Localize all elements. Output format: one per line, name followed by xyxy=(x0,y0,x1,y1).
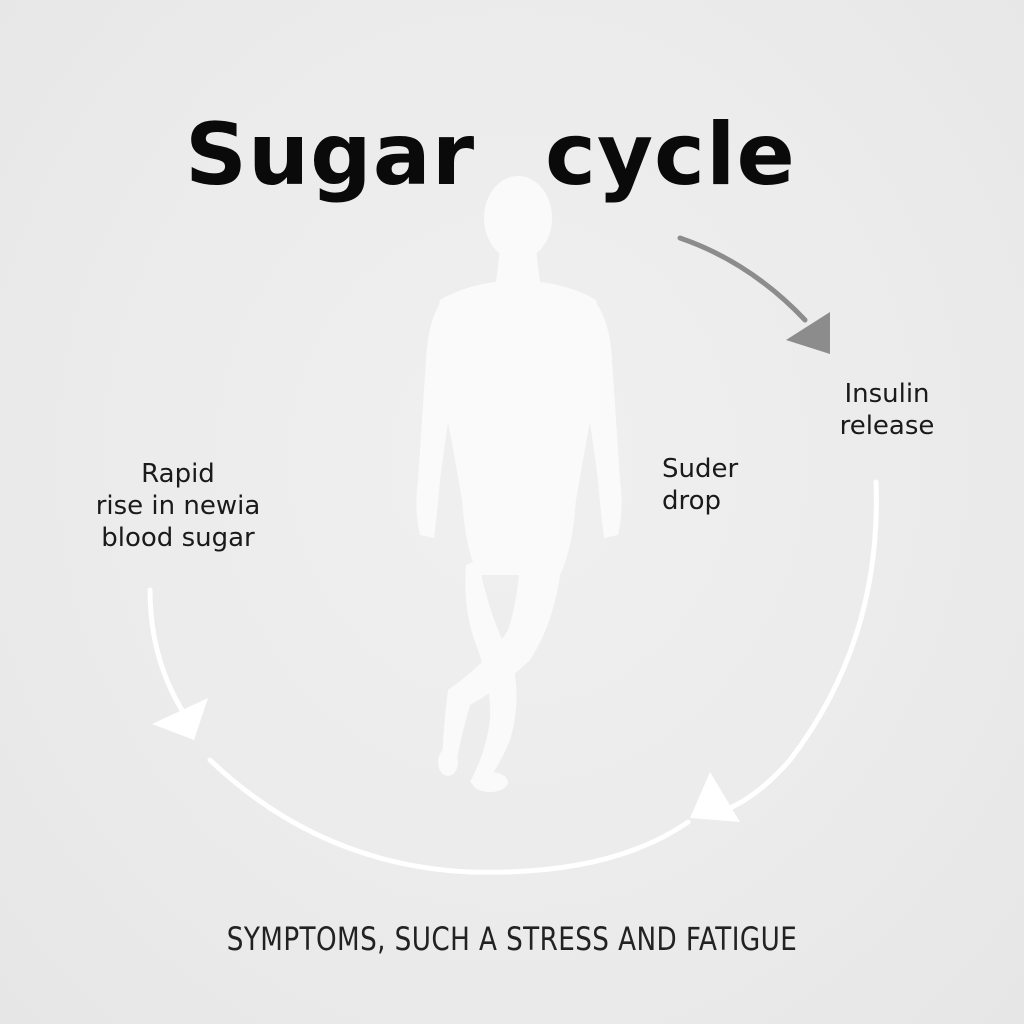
white-arc-left-icon xyxy=(147,587,208,740)
label-drop-line-2: drop xyxy=(662,486,722,516)
human-silhouette-icon xyxy=(416,176,622,792)
label-rapid-rise-line-2: rise in newia xyxy=(95,491,261,521)
title-word-right: cycle xyxy=(545,105,796,205)
label-sudden-drop: Suder drop xyxy=(662,453,772,517)
label-rapid-rise: Rapid rise in newia blood sugar xyxy=(78,458,278,554)
label-rapid-rise-line-3: blood sugar xyxy=(101,523,255,553)
label-insulin-line-1: Insulin xyxy=(844,379,930,409)
white-arc-right-icon xyxy=(690,479,879,822)
caption-text: SYMPTOMS, SUCH A STRESS AND FATIGUE xyxy=(226,920,798,958)
label-rapid-rise-line-1: Rapid xyxy=(141,459,215,489)
white-arc-bottom-icon xyxy=(207,757,691,875)
gray-arrow-icon xyxy=(677,235,830,354)
label-insulin-release: Insulin release xyxy=(822,378,952,442)
title-word-left: Sugar xyxy=(185,105,476,205)
label-drop-line-1: Suder xyxy=(662,454,739,484)
label-insulin-line-2: release xyxy=(839,411,935,441)
